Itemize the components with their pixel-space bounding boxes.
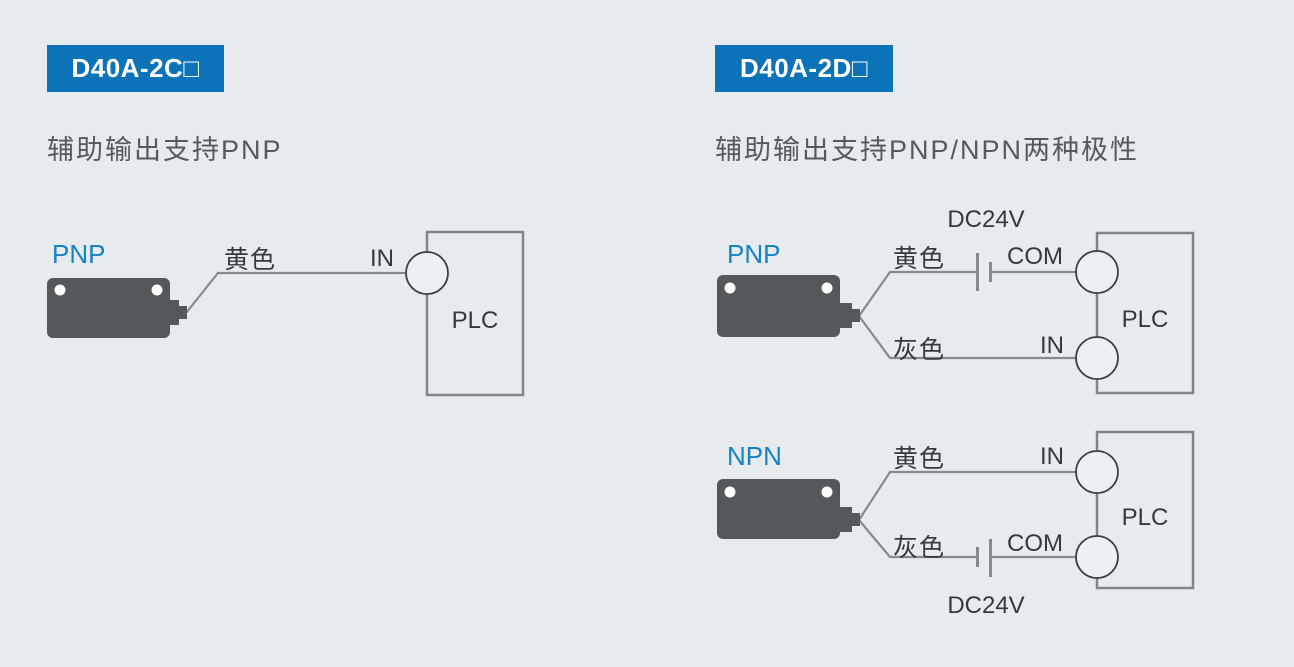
yellow-wire xyxy=(185,271,406,314)
terminal-circle-in xyxy=(405,251,449,295)
plc-label: PLC xyxy=(451,307,499,334)
right-heading: 辅助输出支持PNP/NPN两种极性 xyxy=(715,135,1140,165)
plc-label: PLC xyxy=(1121,306,1169,333)
wire-color-label-gray: 灰色 xyxy=(893,534,946,562)
sensor-connector-nub xyxy=(852,309,860,322)
yellow-wire xyxy=(858,470,1076,521)
model-badge-d40a-2d: D40A-2D□ xyxy=(715,45,893,92)
plc-label: PLC xyxy=(1121,504,1169,531)
plc-box xyxy=(425,230,525,397)
terminal-label-com: COM xyxy=(1007,243,1063,270)
right-pnp-diagram xyxy=(717,231,1195,395)
model-badge-d40a-2c: D40A-2C□ xyxy=(47,45,224,92)
left-heading: 辅助输出支持PNP xyxy=(47,135,283,165)
gray-wire xyxy=(858,315,1076,360)
power-label-dc24v: DC24V xyxy=(947,206,1025,233)
sensor-mount-hole xyxy=(724,486,736,498)
wire-color-label-gray: 灰色 xyxy=(893,336,946,364)
sensor-mount-hole xyxy=(151,284,163,296)
wire-color-label-yellow: 黄色 xyxy=(224,246,277,274)
sensor-mount-hole xyxy=(724,282,736,294)
terminal-circle-com xyxy=(1075,535,1119,579)
terminal-circle-com xyxy=(1075,250,1119,294)
sensor-mount-hole xyxy=(821,282,833,294)
left-pnp-diagram xyxy=(47,230,525,397)
terminal-label-in: IN xyxy=(370,245,394,272)
yellow-wire xyxy=(858,270,976,317)
right-npn-diagram xyxy=(717,430,1195,590)
sensor-body xyxy=(47,278,170,338)
terminal-circle-in xyxy=(1075,336,1119,380)
wire-color-label-yellow: 黄色 xyxy=(893,445,946,473)
sensor-connector-nub xyxy=(179,306,187,319)
terminal-circle-in xyxy=(1075,450,1119,494)
npn-type-label: NPN xyxy=(727,441,782,471)
pnp-type-label: PNP xyxy=(727,239,781,269)
sensor-connector-nub xyxy=(852,513,860,526)
terminal-label-in: IN xyxy=(1040,332,1064,359)
pnp-type-label: PNP xyxy=(52,239,106,269)
plc-box xyxy=(1095,430,1195,590)
power-label-dc24v: DC24V xyxy=(947,592,1025,619)
terminal-label-in: IN xyxy=(1040,443,1064,470)
sensor-connector xyxy=(840,507,852,532)
sensor-connector xyxy=(840,303,852,328)
sensor-body xyxy=(717,479,840,539)
terminal-label-com: COM xyxy=(1007,530,1063,557)
sensor-mount-hole xyxy=(821,486,833,498)
sensor-mount-hole xyxy=(54,284,66,296)
wire-color-label-yellow: 黄色 xyxy=(893,245,946,273)
sensor-body xyxy=(717,275,840,337)
gray-wire xyxy=(858,519,976,559)
plc-box xyxy=(1095,231,1195,395)
sensor-connector xyxy=(167,300,179,325)
